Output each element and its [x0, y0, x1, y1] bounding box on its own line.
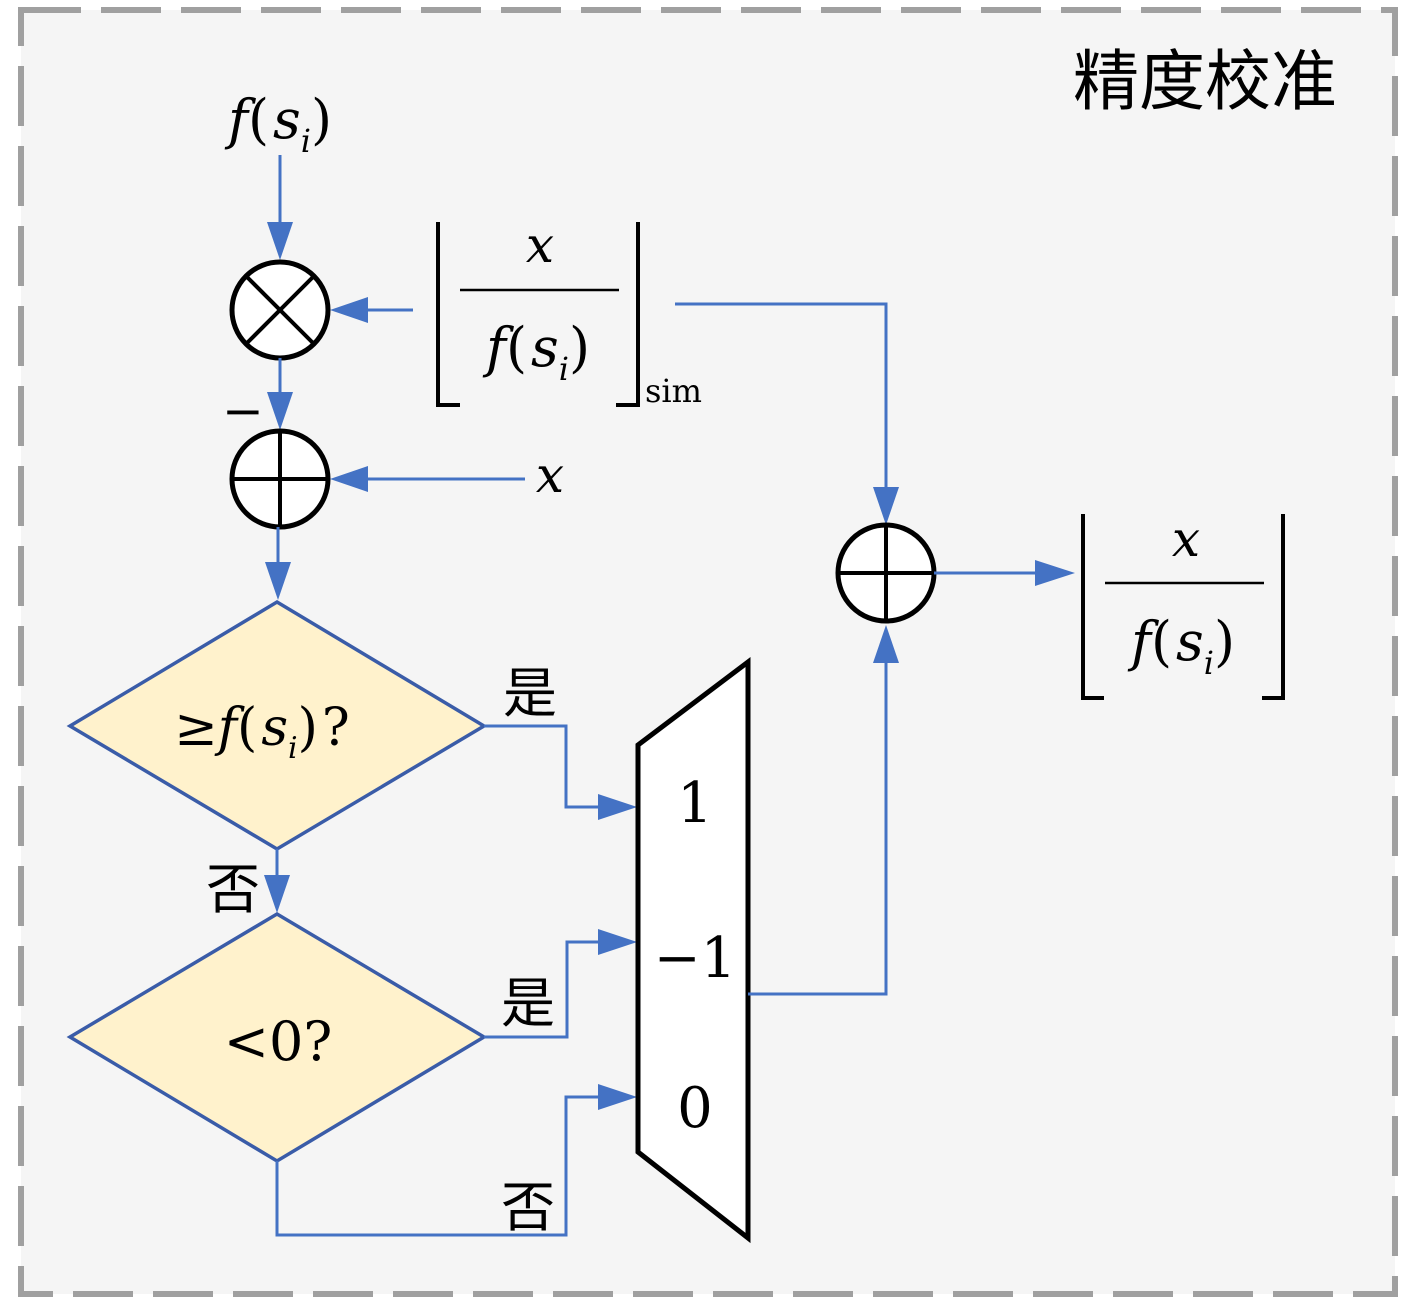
- s-symbol: s: [273, 88, 301, 151]
- numerator-x: x: [1172, 510, 1200, 568]
- subscript-sim: sim: [645, 372, 702, 410]
- arrowhead-right: [598, 794, 637, 820]
- mux-input-1: 1: [677, 771, 713, 836]
- floor-bracket-left: [436, 222, 460, 407]
- mux-input-0: 0: [677, 1076, 713, 1141]
- decision-ge-fsi: ≥f(si)?: [66, 599, 488, 852]
- label-yes: 是: [503, 662, 557, 725]
- minus-sign: −: [222, 382, 264, 440]
- wire-decision1-yes-to-mux: [484, 724, 602, 809]
- svg-text:f(si): f(si): [224, 88, 332, 160]
- floor-bracket-left: [1081, 514, 1104, 700]
- arrowhead-down: [267, 222, 293, 260]
- arrowhead-right: [598, 1084, 637, 1110]
- label-no: 否: [501, 1176, 555, 1239]
- denominator-f-si: f(si): [1127, 610, 1235, 682]
- wire-decision2-no-to-mux: [275, 1095, 602, 1237]
- arrowhead-down: [265, 562, 291, 600]
- adder2-node: [835, 522, 937, 624]
- mux-trapezoid: [635, 656, 751, 1244]
- arrowhead-down: [267, 392, 293, 430]
- arrowhead-up: [873, 625, 899, 663]
- mux-input-neg1: −1: [654, 926, 737, 991]
- input-x: x: [536, 446, 564, 504]
- multiplexer: 1 −1 0: [635, 656, 751, 1244]
- decision2-condition: <0?: [224, 1010, 333, 1073]
- numerator-x: x: [526, 216, 554, 274]
- close-paren: ): [311, 88, 332, 151]
- arrowhead-left: [330, 297, 368, 323]
- arrowhead-left: [330, 466, 368, 492]
- arrowhead-down: [873, 487, 899, 525]
- denominator-f-si: f(si): [482, 316, 590, 388]
- panel-title: 精度校准: [1073, 43, 1337, 120]
- multiply-cross-line: [244, 274, 316, 346]
- wire-frac-to-adder2: [675, 302, 888, 490]
- open-paren: (: [248, 88, 269, 151]
- subscript-i: i: [301, 122, 311, 160]
- arrowhead-right: [598, 929, 637, 955]
- dashed-border: [18, 7, 1398, 1297]
- floor-fraction-sim: x f(si) sim: [436, 216, 702, 410]
- label-yes: 是: [501, 972, 555, 1035]
- floor-fraction-output: x f(si): [1081, 510, 1285, 700]
- wire-decision2-yes-to-mux: [484, 940, 602, 1039]
- decision1-condition: ≥f(si)?: [174, 698, 350, 766]
- label-no: 否: [206, 858, 260, 921]
- arrowhead-right: [1035, 560, 1075, 586]
- arrowhead-down: [264, 875, 290, 913]
- adder1-node: [229, 428, 331, 530]
- multiplier-node: [229, 259, 331, 361]
- floor-bracket-right: [616, 222, 640, 407]
- input-f-si: f(si): [224, 88, 332, 160]
- wire-mux-to-adder2: [748, 660, 888, 996]
- decision-lt-zero: <0?: [66, 911, 488, 1164]
- floor-bracket-right: [1262, 514, 1285, 700]
